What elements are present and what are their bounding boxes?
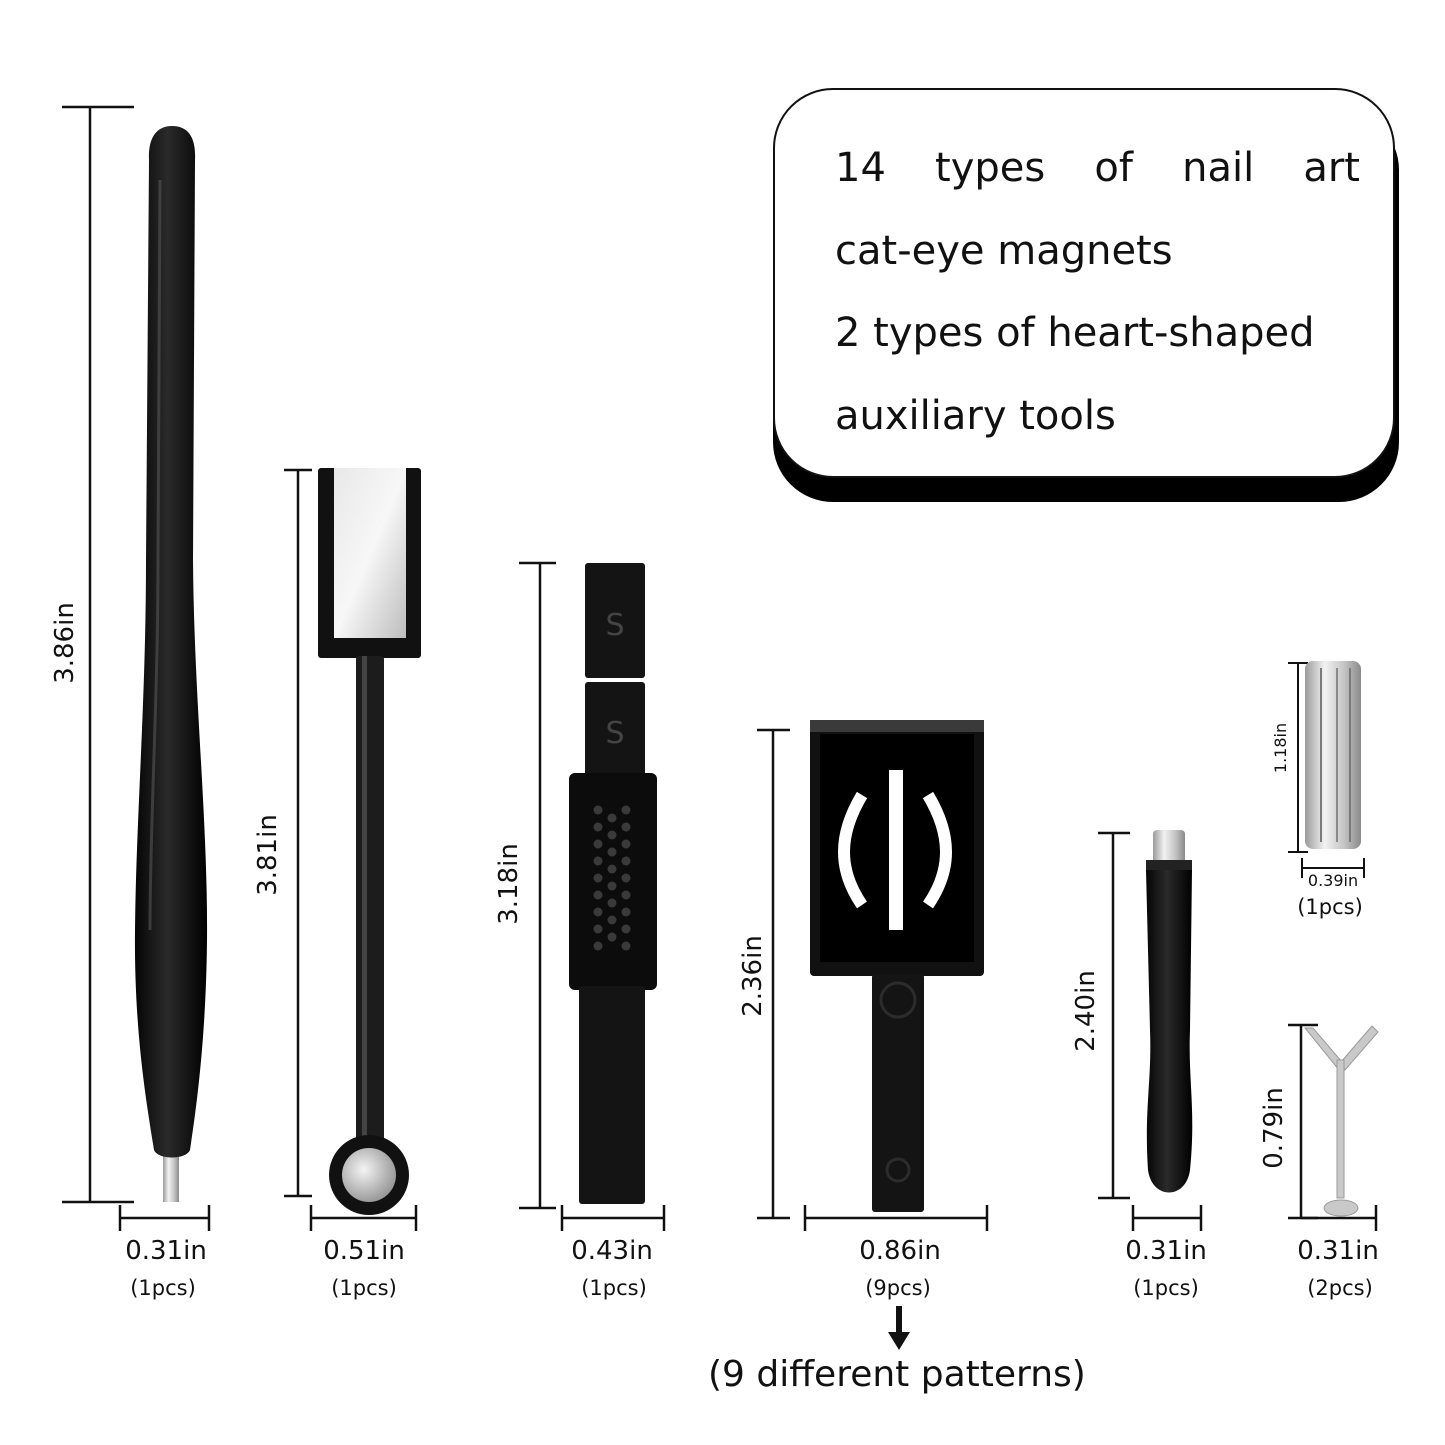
callout-line-2: cat-eye magnets: [835, 228, 1173, 274]
callout-line-1: 14 types of nail art: [835, 145, 1360, 191]
quantity-label: (1pcs): [581, 1276, 647, 1300]
svg-text:S: S: [605, 716, 624, 751]
height-label: 3.18in: [494, 843, 524, 925]
pattern-plate-illustration: [810, 720, 984, 1212]
width-label: 0.31in: [1297, 1236, 1379, 1266]
callout-line-4: auxiliary tools: [835, 393, 1116, 439]
feature-callout: 14 types of nail art cat-eye magnets 2 t…: [773, 88, 1395, 478]
height-label: 3.86in: [50, 602, 80, 684]
y-shaped-tool-illustration: [1303, 1025, 1379, 1217]
square-head-stick-illustration: [318, 468, 421, 1215]
width-label: 0.86in: [859, 1236, 941, 1266]
height-label: 2.40in: [1071, 970, 1101, 1052]
width-label: 0.51in: [323, 1236, 405, 1266]
svg-text:S: S: [605, 608, 624, 643]
patterns-note: (9 different patterns): [708, 1354, 1086, 1395]
arrow-down-icon: [888, 1306, 910, 1350]
quantity-label: (1pcs): [331, 1276, 397, 1300]
width-label: 0.43in: [571, 1236, 653, 1266]
callout-line-3: 2 types of heart-shaped: [835, 310, 1315, 356]
width-label: 0.39in: [1307, 871, 1359, 890]
height-label: 2.36in: [738, 935, 768, 1017]
dimension-lines: [62, 105, 1378, 1231]
width-label: 0.31in: [1125, 1236, 1207, 1266]
quantity-label: (1pcs): [1133, 1276, 1199, 1300]
quantity-label: (2pcs): [1307, 1276, 1373, 1300]
cylinder-handle-illustration: [1146, 830, 1193, 1193]
height-label: 0.79in: [1259, 1087, 1289, 1169]
quantity-label: (9pcs): [865, 1276, 931, 1300]
double-end-magnet-illustration: S S: [569, 563, 657, 1204]
width-label: 0.31in: [125, 1236, 207, 1266]
height-label: 3.81in: [253, 814, 283, 896]
height-label: 1.18in: [1271, 722, 1290, 774]
quantity-label: (1pcs): [1297, 895, 1363, 919]
quantity-label: (1pcs): [130, 1276, 196, 1300]
dotting-pen-illustration: [134, 126, 208, 1202]
bar-magnet-illustration: [1305, 661, 1361, 849]
